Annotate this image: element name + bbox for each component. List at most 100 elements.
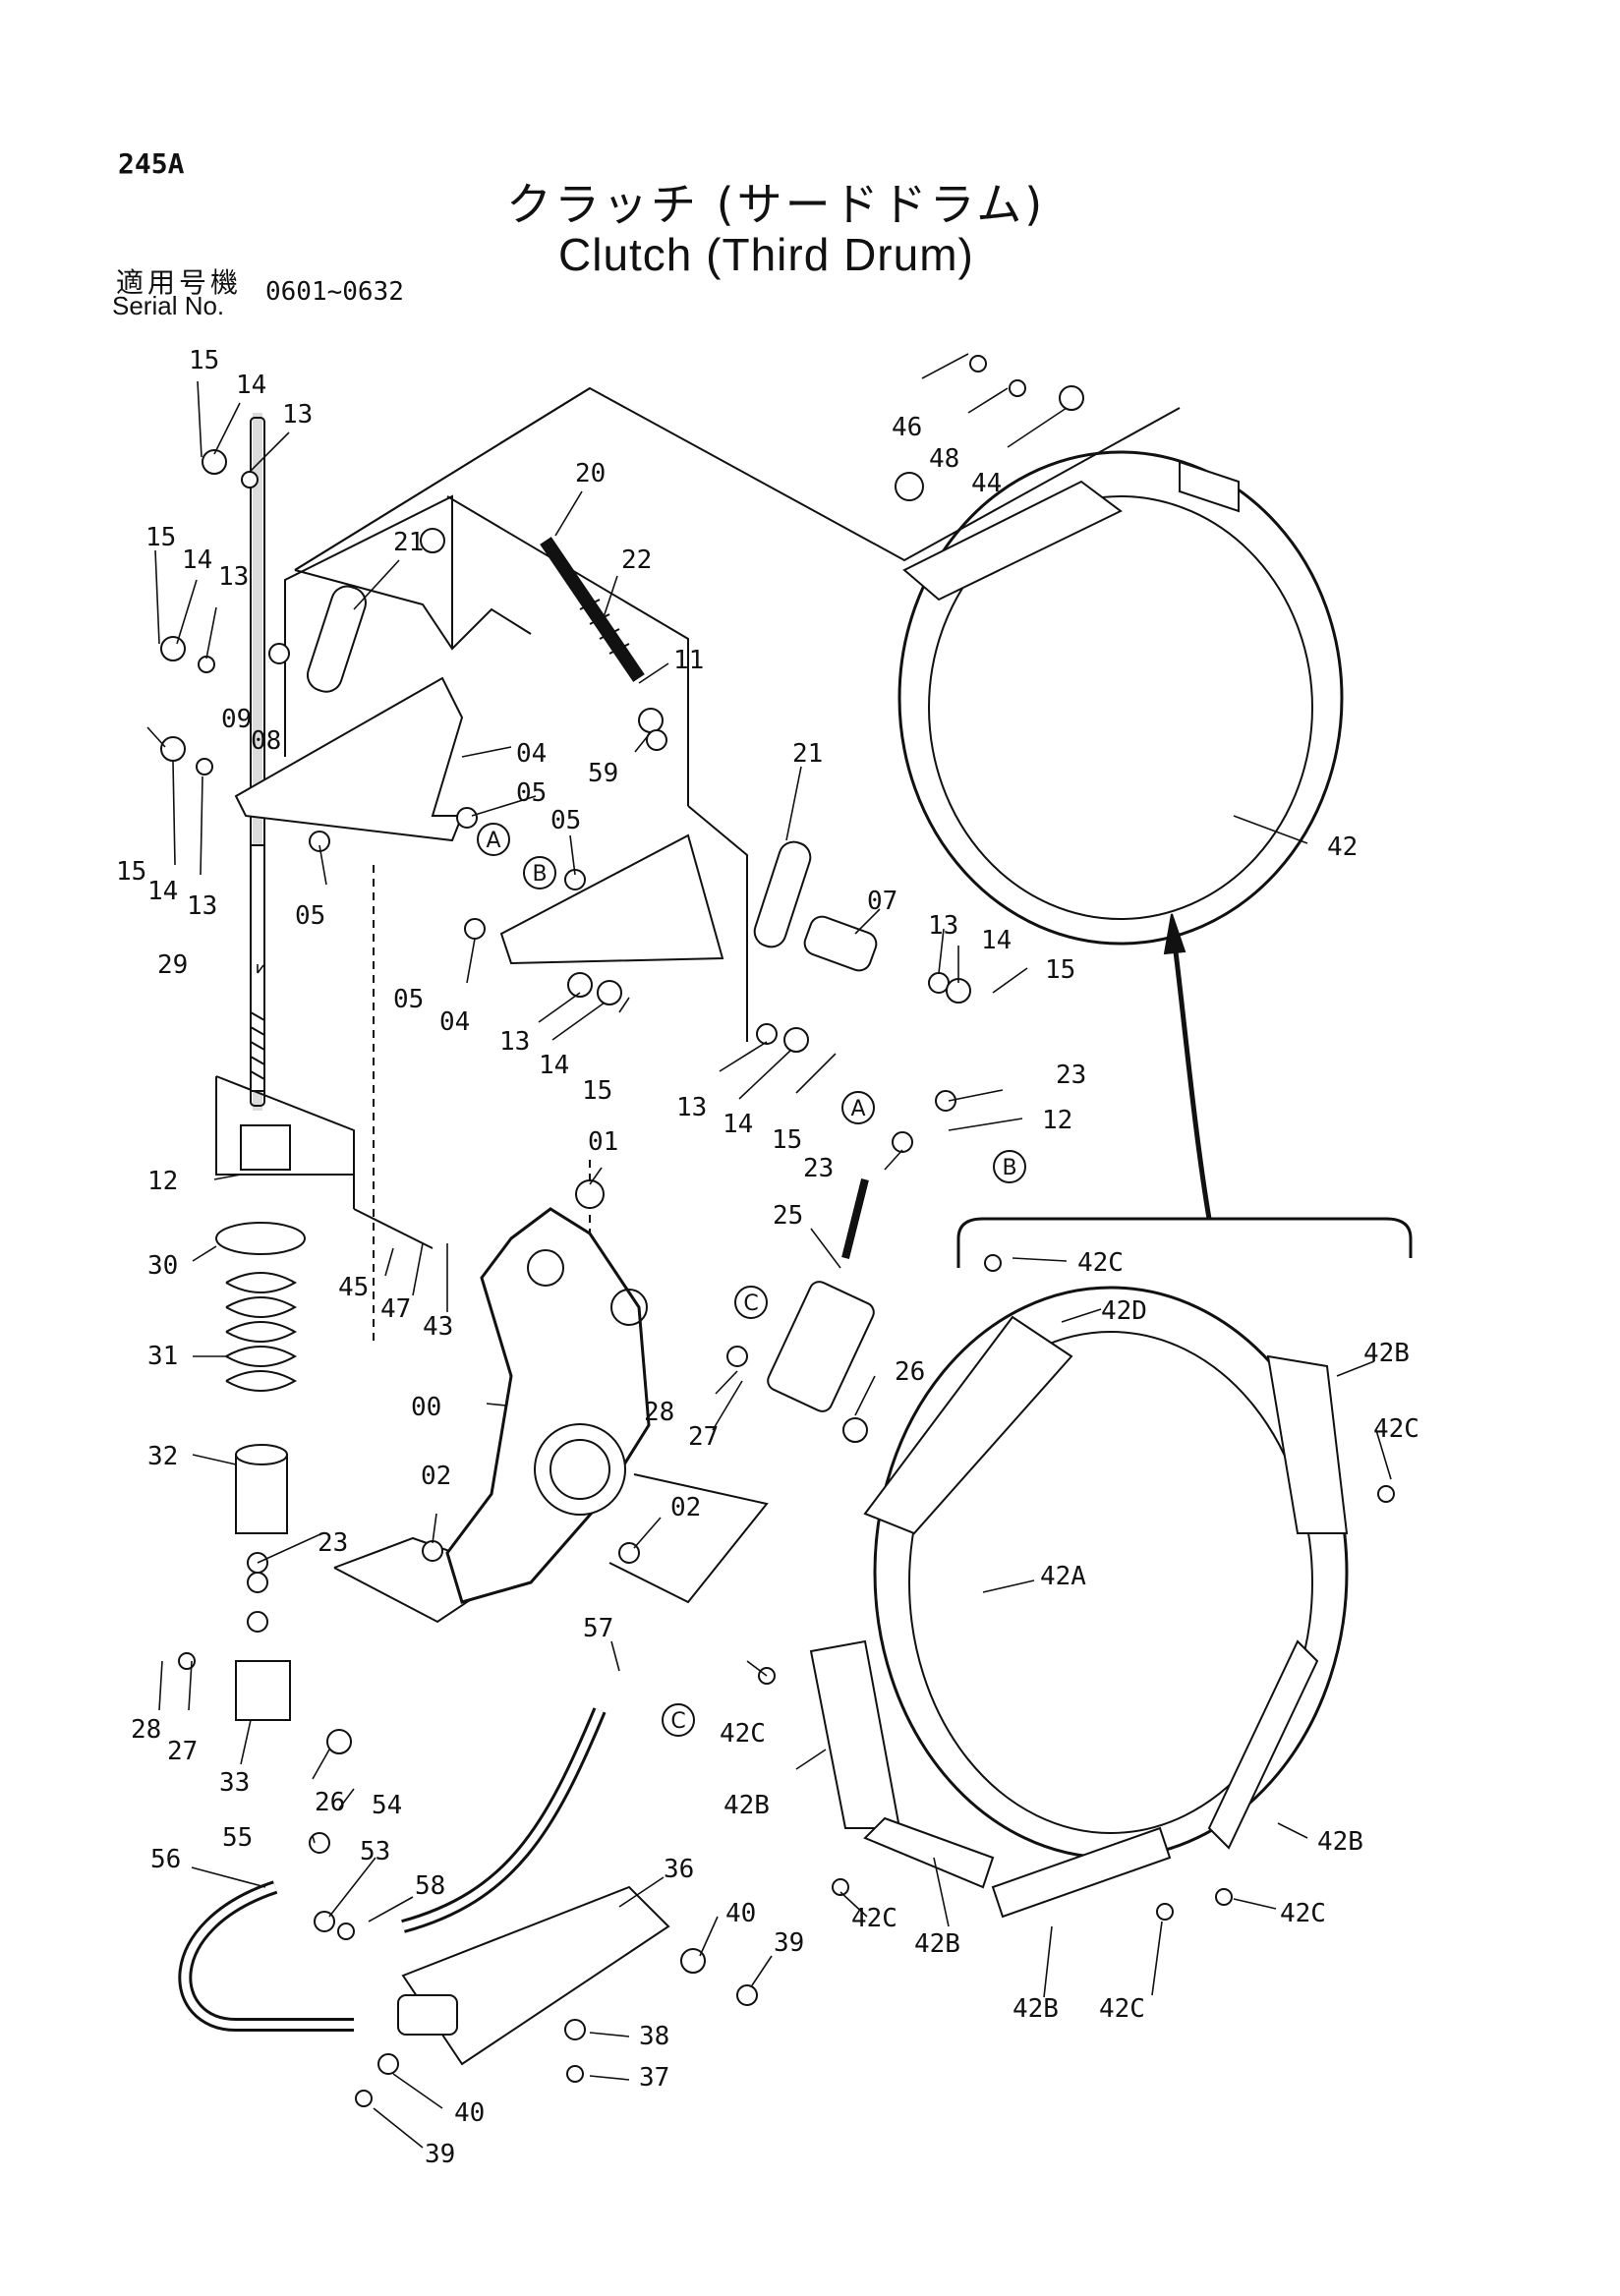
part-number-labels: 15 14 13 15 14 13 09 08 15 14 13 20 21 2… [116,346,1419,2169]
part-label: 42C [1077,1248,1124,1278]
part-label: 42A [1040,1562,1086,1591]
part-label: 05 [393,985,424,1014]
part-label: 55 [222,1823,253,1853]
part-label: 40 [454,2098,485,2128]
part-label: 42C [1373,1414,1419,1444]
part-label: 28 [131,1715,161,1745]
part-label: 27 [688,1422,719,1452]
part-label: 42C [1099,1994,1145,2024]
part-label: 42B [914,1929,960,1959]
part-label: 13 [218,562,249,592]
part-label: 31 [147,1342,178,1371]
part-label: 09 [221,705,252,734]
part-label: 56 [150,1845,181,1874]
part-label: 42B [1363,1339,1410,1368]
part-label: 13 [282,400,313,430]
callout-label-c-2: C [670,1709,685,1734]
part-label: 02 [670,1493,701,1522]
part-label: 54 [372,1791,402,1820]
part-label: 42C [851,1904,897,1933]
part-label: 58 [415,1871,445,1901]
part-label: 13 [499,1027,530,1057]
part-label: 14 [981,926,1012,955]
part-label: 14 [236,371,266,400]
part-label: 13 [676,1093,707,1122]
callout-label-b-2: B [1002,1156,1016,1180]
part-label: 37 [639,2063,669,2093]
page-title: Clutch (Third Drum) [558,229,974,280]
part-label: 39 [425,2140,455,2169]
part-label: 14 [539,1051,569,1080]
part-label: 13 [187,891,217,921]
page-number: 245A [118,147,185,180]
part-label: 26 [315,1788,345,1817]
part-label: 23 [803,1154,834,1183]
part-label: 13 [928,911,958,941]
part-label: 36 [664,1855,694,1884]
part-label: 20 [575,459,606,488]
callout-circle-c [734,1286,768,1319]
part-label: 02 [421,1462,451,1491]
part-label: 42D [1101,1296,1147,1326]
part-label: 42 [1327,832,1358,862]
part-label: 43 [423,1312,453,1342]
part-label: 05 [295,901,325,931]
part-label: 42B [1012,1994,1059,2024]
part-label: 40 [725,1899,756,1928]
part-label: 12 [1042,1106,1072,1135]
callout-circle-b [523,856,556,890]
part-label: 26 [895,1357,925,1387]
part-label: 38 [639,2022,669,2051]
callout-label-b: B [532,862,547,887]
callout-circle-c-2 [662,1703,695,1737]
part-label: 11 [673,646,704,675]
part-label: 07 [867,887,897,916]
callout-markers: A B A B C C [477,823,1026,1737]
part-label: 15 [1045,955,1075,985]
page-title-japanese: クラッチ (サードドラム) [506,178,1046,231]
part-label: 15 [772,1125,802,1155]
part-label: 04 [439,1007,470,1037]
callout-circle-b-2 [993,1150,1026,1183]
part-label: 39 [774,1928,804,1958]
serial-range: 0601~0632 [265,277,404,307]
part-label: 53 [360,1837,390,1866]
diagram-linework [146,353,1413,2149]
part-label: 14 [147,877,178,906]
part-label: 14 [182,545,212,575]
part-label: 15 [582,1076,612,1106]
callout-circle-a-2 [841,1091,875,1124]
part-label: 32 [147,1442,178,1471]
part-label: 12 [147,1167,178,1196]
part-label: 23 [318,1528,348,1558]
part-label: 42B [723,1791,770,1820]
part-label: 33 [219,1768,250,1798]
part-label: 04 [516,739,547,769]
part-label: 14 [723,1110,753,1139]
part-label: 42B [1317,1827,1363,1857]
part-label: 21 [393,528,424,557]
part-label: 21 [792,739,823,769]
part-label: 42C [720,1719,766,1749]
part-label: 48 [929,444,959,474]
callout-circle-a [477,823,510,856]
part-label: 22 [621,545,652,575]
serial-label: Serial No. [112,291,225,320]
part-label: 30 [147,1251,178,1281]
part-label: 47 [380,1294,411,1324]
part-label: 23 [1056,1061,1086,1090]
part-label: 28 [644,1398,674,1427]
part-label: 05 [516,778,547,808]
part-label: 05 [550,806,581,835]
serial-label-japanese: 適用号機 [116,266,243,299]
callout-label-a: A [486,829,500,853]
part-label: 15 [189,346,219,375]
part-label: 01 [588,1127,618,1157]
callout-label-c: C [743,1292,758,1316]
part-label: 00 [411,1393,441,1422]
part-label: 15 [116,857,146,887]
part-label: 25 [773,1201,803,1231]
part-label: 27 [167,1737,198,1766]
